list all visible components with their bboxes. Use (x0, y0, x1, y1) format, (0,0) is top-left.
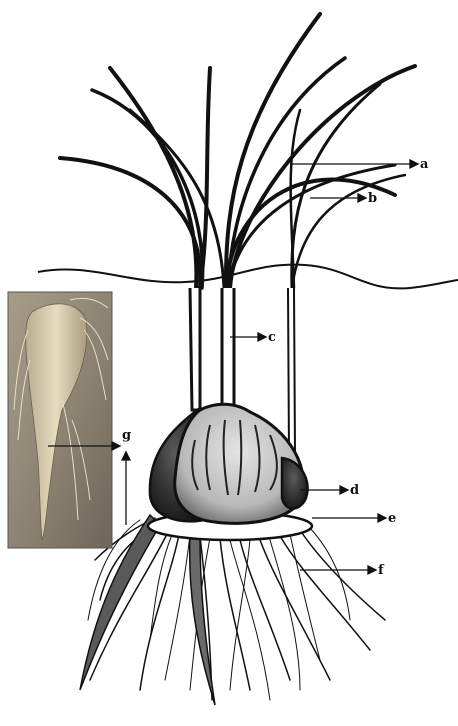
label-d: d (350, 483, 359, 498)
label-e: e (388, 511, 396, 526)
corm (150, 404, 308, 523)
label-f: f (378, 563, 385, 578)
label-g: g (122, 428, 131, 443)
contractile-root-photo (8, 292, 112, 548)
soil-line (38, 265, 458, 289)
label-c: c (268, 330, 276, 345)
label-a: a (420, 157, 429, 172)
label-b: b (368, 191, 377, 206)
leaves (60, 14, 415, 288)
